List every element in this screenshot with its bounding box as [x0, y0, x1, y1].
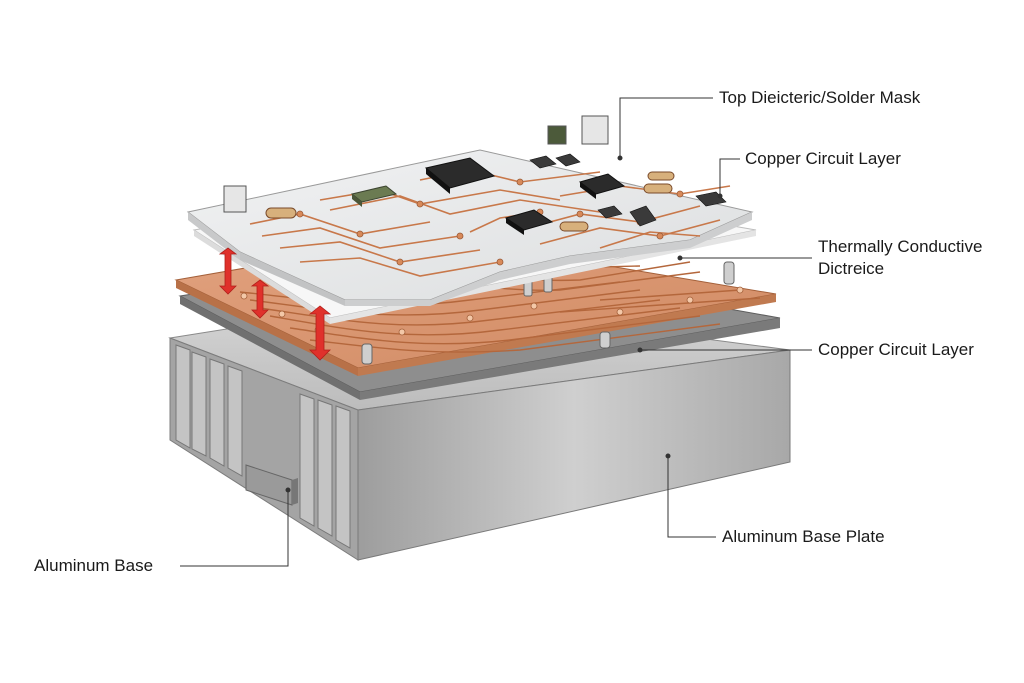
board-pads — [296, 178, 684, 266]
heatsink-front-face — [357, 349, 791, 561]
heat-flow-arrows — [218, 247, 332, 361]
small-components — [529, 153, 727, 227]
leader-copper-upper — [719, 158, 740, 196]
heatsink-fins — [175, 344, 351, 549]
connector-blocks — [223, 115, 609, 213]
top-pcb-board — [186, 115, 754, 306]
arrow-right — [308, 305, 332, 361]
label-thermal-dielectric-line2: Dictreice — [818, 259, 885, 278]
label-copper-circuit-lower: Copper Circuit Layer — [818, 340, 974, 359]
copper-pads — [240, 286, 744, 336]
capacitor-block-green — [350, 185, 398, 207]
label-copper-circuit-upper: Copper Circuit Layer — [745, 149, 901, 168]
label-top-dielectric: Top Dieicteric/Solder Mask — [719, 88, 921, 107]
leader-aluminum-plate — [667, 456, 716, 538]
leader-top-dielectric — [619, 97, 713, 158]
arrow-middle — [250, 279, 270, 319]
leader-aluminum-base — [180, 490, 289, 567]
label-thermal-dielectric: Thermally Conductive Dictreice — [818, 236, 982, 280]
ic-chip-right — [578, 173, 626, 199]
label-aluminum-base: Aluminum Base — [34, 556, 154, 575]
leader-lines — [180, 97, 812, 567]
arrow-left — [218, 247, 238, 295]
aluminum-heatsink — [168, 299, 791, 561]
resistors — [265, 171, 675, 232]
ic-chip-main — [424, 157, 496, 194]
label-thermal-dielectric-line1: Thermally Conductive — [818, 237, 983, 256]
label-aluminum-base-plate: Aluminum Base Plate — [722, 527, 885, 546]
ic-chip-center — [504, 209, 554, 235]
